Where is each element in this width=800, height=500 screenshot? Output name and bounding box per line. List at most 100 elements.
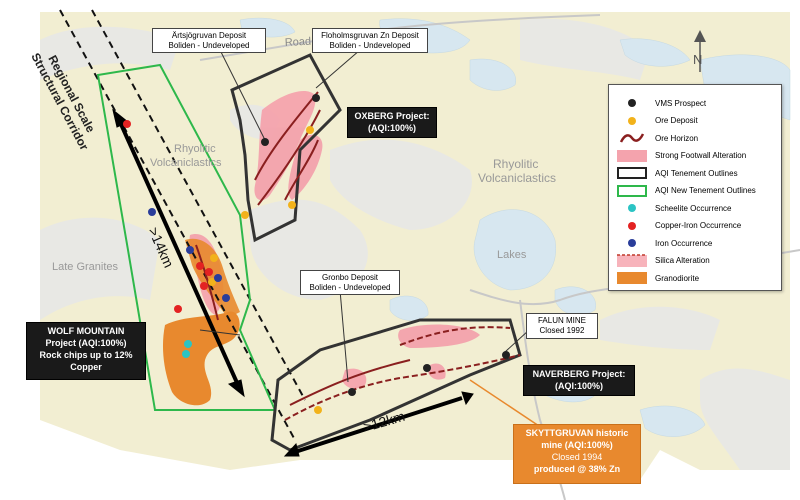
ore-horizons bbox=[195, 91, 521, 421]
legend-symbol-icon bbox=[617, 149, 647, 162]
vms-prospect-dot bbox=[502, 351, 510, 359]
legend-label: Ore Deposit bbox=[655, 116, 698, 125]
callout-title: SKYTTGRUVAN historic bbox=[525, 428, 629, 438]
label-late-granites: Late Granites bbox=[52, 261, 119, 273]
copper-iron-dot bbox=[205, 268, 213, 276]
ore-deposit-dot bbox=[208, 278, 216, 286]
callout-subtitle: (AQI:100%) bbox=[367, 123, 416, 133]
callout-subtitle: Boliden - Undeveloped bbox=[329, 41, 411, 50]
legend-label: AQI Tenement Outlines bbox=[655, 168, 738, 178]
legend-item: Silica Alteration bbox=[615, 253, 777, 269]
granodiorite-body bbox=[162, 311, 240, 406]
callout-title: NAVERBERG Project: bbox=[532, 369, 626, 379]
legend-symbol-icon bbox=[628, 221, 636, 230]
callout-line: Closed 1994 bbox=[551, 452, 603, 462]
scheelite-dot bbox=[182, 350, 190, 358]
vms-prospect-dot bbox=[423, 364, 431, 372]
scheelite-dot bbox=[184, 340, 192, 348]
legend-symbol-icon bbox=[617, 272, 647, 284]
label-rhyolitic-west: Rhyolitic Volcaniclastics bbox=[150, 143, 222, 169]
callout-title: Floholmsgruvan Zn Deposit bbox=[321, 31, 419, 40]
callout-subtitle: (AQI:100%) bbox=[554, 381, 603, 391]
legend-label: Ore Horizon bbox=[655, 133, 699, 143]
callout-artsjogruvan: Ärtsjögruvan Deposit Boliden - Undevelop… bbox=[152, 28, 266, 53]
legend-label: Silica Alteration bbox=[655, 256, 710, 265]
legend-item: Scheelite Occurrence bbox=[615, 200, 777, 216]
callout-naverberg: NAVERBERG Project: (AQI:100%) bbox=[523, 365, 635, 396]
legend-item: Ore Deposit bbox=[615, 113, 777, 129]
legend-symbol-icon bbox=[619, 133, 645, 143]
vms-prospects bbox=[261, 94, 510, 396]
copper-iron-occurrences bbox=[123, 120, 213, 313]
iron-occurrences bbox=[148, 208, 230, 302]
ore-deposit-dot bbox=[306, 126, 314, 134]
copper-iron-dot bbox=[196, 262, 204, 270]
legend-item: Ore Horizon bbox=[615, 130, 777, 146]
callout-falun: FALUN MINE Closed 1992 bbox=[526, 313, 598, 339]
callout-oxberg: OXBERG Project: (AQI:100%) bbox=[347, 107, 437, 138]
ore-deposit-dot bbox=[241, 211, 249, 219]
iron-dot bbox=[186, 246, 194, 254]
ore-deposit-dot bbox=[314, 406, 322, 414]
vms-prospect-dot bbox=[312, 94, 320, 102]
callout-line: Copper bbox=[70, 362, 102, 372]
tenement-outlines bbox=[230, 53, 522, 452]
callout-line: Rock chips up to 12% bbox=[39, 350, 133, 360]
label-rhyolitic-east: Rhyolitic Volcaniclastics bbox=[478, 157, 556, 185]
legend-label: VMS Prospect bbox=[655, 98, 707, 108]
legend-label: Iron Occurrence bbox=[655, 238, 713, 248]
legend-item: Copper-Iron Occurrence bbox=[615, 218, 777, 234]
ore-deposits bbox=[208, 126, 322, 414]
legend-item: AQI Tenement Outlines bbox=[615, 165, 777, 181]
north-arrow-icon: N bbox=[693, 30, 706, 72]
new-tenement-outline bbox=[96, 63, 277, 411]
legend-item: AQI New Tenement Outlines bbox=[615, 183, 777, 199]
legend-item: Granodiorite bbox=[615, 270, 777, 286]
granite-areas bbox=[40, 18, 790, 470]
legend-label: AQI New Tenement Outlines bbox=[655, 186, 756, 195]
callout-skyttgruvan: SKYTTGRUVAN historic mine (AQI:100%) Clo… bbox=[513, 424, 641, 484]
callout-title: Gronbo Deposit bbox=[321, 273, 379, 282]
copper-iron-dot bbox=[200, 282, 208, 290]
legend-label: Strong Footwall Alteration bbox=[655, 151, 747, 160]
callout-gronbo: Gronbo Deposit Boliden - Undeveloped bbox=[300, 270, 400, 295]
vms-prospect-dot bbox=[348, 388, 356, 396]
callout-floholmsgruvan: Floholmsgruvan Zn Deposit Boliden - Unde… bbox=[312, 28, 428, 53]
callout-title: WOLF MOUNTAIN bbox=[47, 326, 125, 336]
ore-deposit-dot bbox=[210, 254, 218, 262]
callout-subtitle: Boliden - Undeveloped bbox=[309, 283, 391, 292]
callout-line: Project (AQI:100%) bbox=[45, 338, 127, 348]
legend-item: VMS Prospect bbox=[615, 95, 777, 111]
legend-symbol-icon bbox=[628, 116, 636, 125]
legend-symbol-icon bbox=[617, 167, 647, 179]
iron-dot bbox=[214, 274, 222, 282]
north-label: N bbox=[693, 52, 702, 67]
legend-label: Copper-Iron Occurrence bbox=[655, 221, 742, 230]
legend-symbol-icon bbox=[617, 184, 647, 197]
callout-line: produced @ 38% Zn bbox=[533, 464, 621, 474]
callout-title: Ärtsjögruvan Deposit bbox=[171, 31, 247, 40]
iron-dot bbox=[148, 208, 156, 216]
legend-symbol-icon bbox=[628, 204, 636, 212]
copper-iron-dot bbox=[174, 305, 182, 313]
callout-wolf-mountain: WOLF MOUNTAIN Project (AQI:100%) Rock ch… bbox=[26, 322, 146, 380]
legend-label: Granodiorite bbox=[655, 273, 700, 283]
legend-symbol-icon bbox=[628, 99, 636, 107]
callout-title: FALUN MINE bbox=[537, 316, 586, 325]
legend-symbol-icon bbox=[617, 253, 647, 267]
callout-subtitle: Closed 1992 bbox=[539, 326, 585, 335]
iron-dot bbox=[222, 294, 230, 302]
callout-title: OXBERG Project: bbox=[354, 111, 430, 121]
ore-deposit-dot bbox=[288, 201, 296, 209]
callout-subtitle: Boliden - Undeveloped bbox=[168, 41, 250, 50]
legend-item: Strong Footwall Alteration bbox=[615, 148, 777, 164]
label-lakes: Lakes bbox=[497, 249, 527, 261]
vms-prospect-dot bbox=[261, 138, 269, 146]
legend-item: Iron Occurrence bbox=[615, 235, 777, 251]
legend-symbol-icon bbox=[628, 239, 636, 247]
callout-subtitle: mine (AQI:100%) bbox=[541, 440, 613, 450]
scheelite-occurrences bbox=[182, 340, 192, 358]
label-road: Road bbox=[285, 36, 312, 49]
